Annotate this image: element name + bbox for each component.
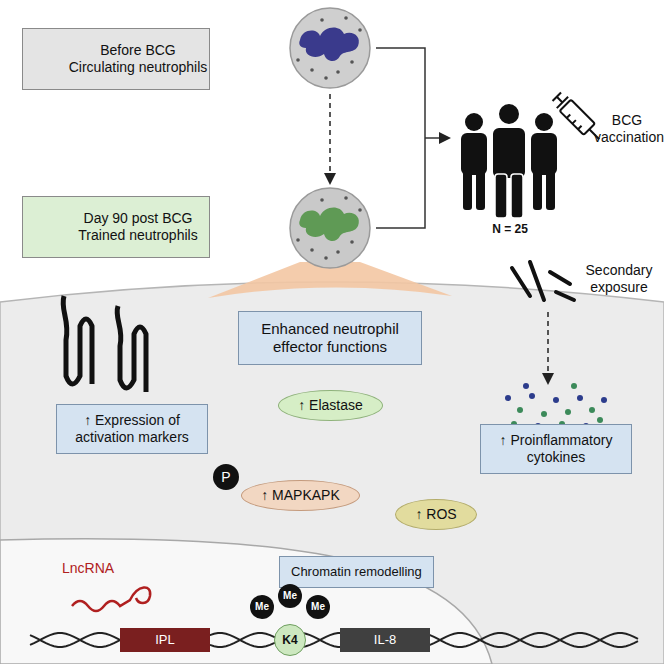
neutrophil-before xyxy=(290,8,370,88)
dashed-arrow xyxy=(329,94,331,182)
label: N = 25 xyxy=(470,222,550,236)
node-text: Me xyxy=(283,590,297,602)
cell-region xyxy=(0,282,664,664)
methyl-circle: Me xyxy=(278,584,302,608)
node-text: ↑ ROS xyxy=(415,506,456,523)
node-text: ↑ Proinflammatory cytokines xyxy=(492,432,620,466)
bracket xyxy=(376,48,448,228)
label: BCG vaccination xyxy=(594,112,660,146)
node-text: Me xyxy=(311,601,325,613)
node-text: Trained neutrophils xyxy=(78,227,197,244)
label: LncRNA xyxy=(62,560,142,577)
process-box: Chromatin remodelling xyxy=(279,556,434,588)
node-text: Me xyxy=(255,601,269,613)
node-text: IPL xyxy=(155,632,175,648)
nucleus-outline xyxy=(0,539,492,664)
label: Secondary exposure xyxy=(578,262,660,296)
pathogen-rods xyxy=(512,262,574,300)
node-text: ↑ MAPKAPK xyxy=(261,487,340,504)
time-box: Day 90 post BCGTrained neutrophils xyxy=(22,196,210,258)
process-box: ↑ Proinflammatory cytokines xyxy=(480,424,632,474)
dashed-arrow xyxy=(547,312,549,382)
gene-box: IPL xyxy=(120,628,210,652)
node-text: ↑ Elastase xyxy=(298,397,363,414)
neutrophil-trained xyxy=(290,188,370,268)
methyl-circle: Me xyxy=(250,595,274,619)
node-text: Chromatin remodelling xyxy=(291,564,422,580)
node-text: Day 90 post BCG xyxy=(84,210,193,227)
cytokine-dots xyxy=(505,383,607,429)
ellipse: ↑ MAPKAPK xyxy=(241,480,360,511)
ellipse: ↑ Elastase xyxy=(278,390,383,421)
ellipse: ↑ ROS xyxy=(395,499,477,530)
lncrna-strand xyxy=(72,587,150,611)
gene-box: IL-8 xyxy=(340,628,430,652)
process-box: Enhanced neutrophil effector functions xyxy=(238,311,422,365)
node-text: P xyxy=(221,469,230,486)
node-text: Circulating neutrophils xyxy=(69,59,208,76)
phospho-circle: P xyxy=(213,464,239,490)
node-text: Enhanced neutrophil effector functions xyxy=(251,320,409,356)
node-text: ↑ Expression of activation markers xyxy=(68,412,196,446)
time-box: Before BCGCirculating neutrophils xyxy=(22,28,210,90)
node-text: K4 xyxy=(282,633,297,647)
node-text: IL-8 xyxy=(374,632,396,648)
methyl-circle: Me xyxy=(306,595,330,619)
receptor-icon xyxy=(63,296,146,392)
node-text: Before BCG xyxy=(100,42,175,59)
histone-circle: K4 xyxy=(274,624,306,656)
process-box: ↑ Expression of activation markers xyxy=(56,404,208,454)
people-icon xyxy=(461,103,557,218)
